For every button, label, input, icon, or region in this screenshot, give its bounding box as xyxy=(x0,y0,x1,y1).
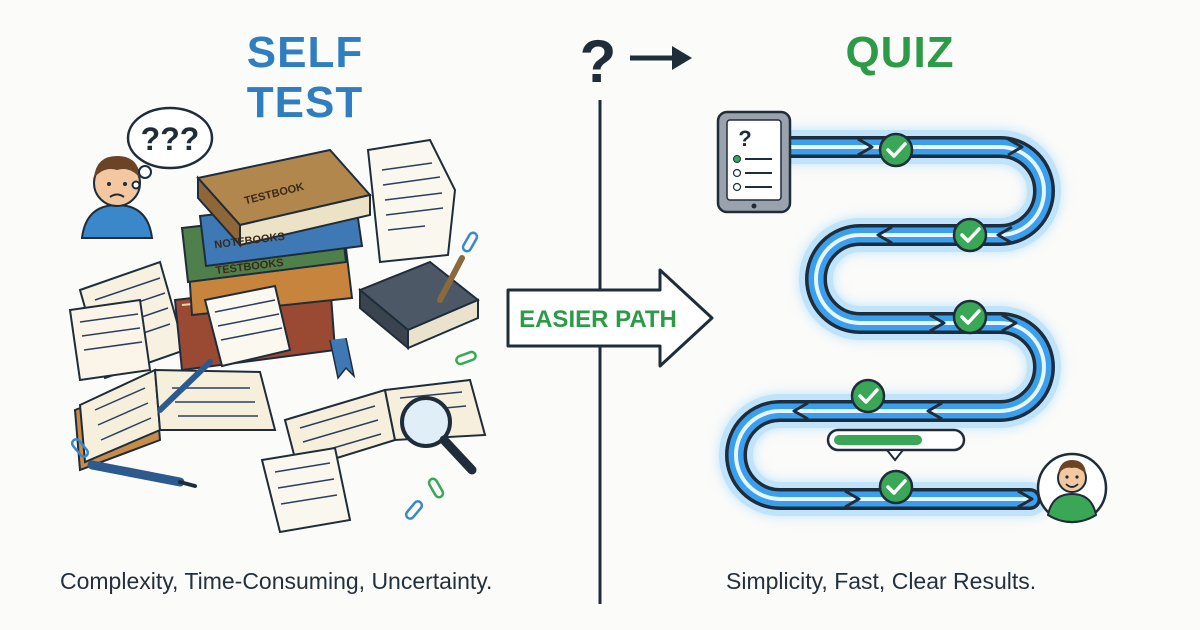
confused-person-icon xyxy=(80,156,154,239)
check-icon xyxy=(952,299,988,335)
quiz-caption: Simplicity, Fast, Clear Results. xyxy=(726,568,1037,594)
happy-person-icon xyxy=(1036,452,1108,524)
self-test-title: SELF TEST xyxy=(246,28,364,127)
check-icon xyxy=(850,378,886,414)
question-mark-icon: ? xyxy=(580,28,617,95)
quiz-title: QUIZ xyxy=(845,28,955,77)
path-direction-arrows xyxy=(792,137,1034,509)
arrow-right-icon xyxy=(630,46,692,70)
open-notebook xyxy=(73,359,277,472)
paperclips xyxy=(70,231,479,520)
easier-path-label: EASIER PATH xyxy=(519,306,677,333)
pen-icon xyxy=(87,460,197,488)
notes-paper xyxy=(203,284,292,368)
scattered-papers xyxy=(68,138,457,382)
thought-bubble-icon: ??? xyxy=(126,106,214,190)
progress-bar xyxy=(826,428,966,462)
self-test-caption: Complexity, Time-Consuming, Uncertainty. xyxy=(60,568,493,594)
check-icon xyxy=(878,132,914,168)
thought-bubble-text: ??? xyxy=(141,121,200,157)
front-papers xyxy=(260,446,352,534)
check-icon xyxy=(952,217,988,253)
tablet-question-mark: ? xyxy=(738,126,751,151)
tablet-quiz-icon: ? xyxy=(716,110,792,214)
easier-path-arrow: EASIER PATH xyxy=(506,268,714,368)
quiz-path xyxy=(719,130,1061,516)
open-book-magnifier xyxy=(283,378,487,475)
check-icon xyxy=(878,469,914,505)
dark-book xyxy=(358,255,480,351)
